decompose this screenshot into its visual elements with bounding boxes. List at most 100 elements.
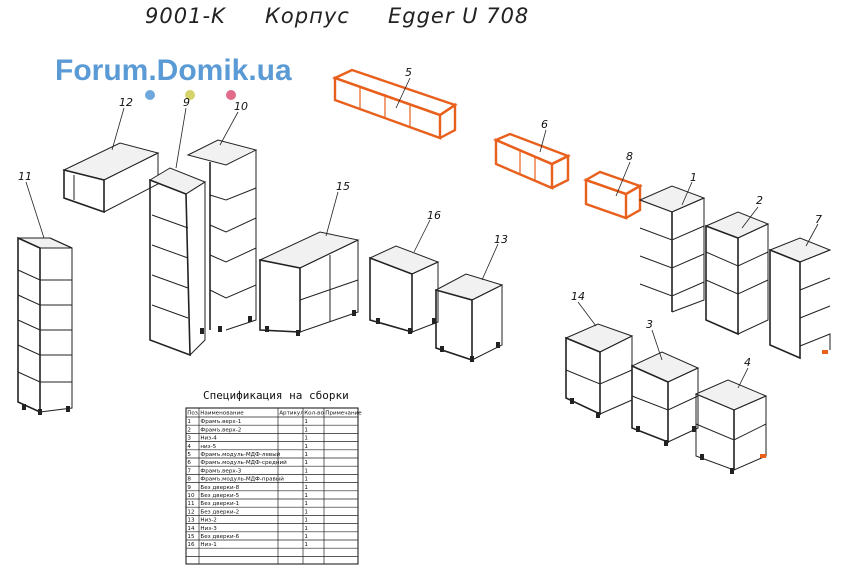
spec-cell: 1 <box>304 518 308 524</box>
callout-2: 2 <box>756 194 763 207</box>
spec-header-cell: Кол-во <box>304 411 324 417</box>
spec-cell: 1 <box>304 485 308 491</box>
cabinet-9 <box>148 167 207 357</box>
callout-7: 7 <box>815 213 822 226</box>
spec-cell: 12 <box>187 509 194 515</box>
spec-cell: 1 <box>304 509 308 515</box>
callout-4: 4 <box>744 356 751 369</box>
spec-cell: 1 <box>304 501 308 507</box>
callout-6: 6 <box>541 118 548 131</box>
callout-9: 9 <box>183 96 190 109</box>
spec-cell: Фрамъ.верх-3 <box>200 468 241 474</box>
cabinet-13 <box>434 273 504 362</box>
spec-cell: 6 <box>187 460 191 466</box>
spec-cell: 1 <box>304 526 308 532</box>
spec-grid <box>186 408 358 564</box>
spec-cell: 3 <box>187 436 191 442</box>
cabinet-6 <box>492 132 571 190</box>
callout-5: 5 <box>405 66 412 79</box>
spec-cell: 1 <box>304 460 308 466</box>
watermark-logo: Forum.Domik.ua <box>55 54 292 100</box>
spec-cell: Фрамъ.верх-2 <box>200 427 241 433</box>
callout-3: 3 <box>646 318 653 331</box>
cabinet-3 <box>630 351 700 446</box>
cabinet-12 <box>62 142 160 214</box>
spec-cell: 1 <box>304 452 308 458</box>
spec-cell: 1 <box>304 534 308 540</box>
spec-cell: 1 <box>304 477 308 483</box>
cabinet-1 <box>638 185 706 313</box>
spec-cell: 16 <box>187 542 195 548</box>
spec-header-cell: Артикул <box>279 411 304 417</box>
spec-cell: 1 <box>304 468 308 474</box>
callout-15: 15 <box>336 180 350 193</box>
watermark-dot-1 <box>145 90 155 100</box>
cabinet-2 <box>704 211 770 336</box>
spec-header-cell: Примечание <box>325 411 362 417</box>
spec-cell: Низ-4 <box>200 436 217 442</box>
callout-14: 14 <box>571 290 585 303</box>
callout-13: 13 <box>494 233 508 246</box>
cabinet-15 <box>258 231 360 336</box>
spec-cell: Фрамъ.верх-1 <box>200 419 241 425</box>
spec-cell: 15 <box>187 534 195 540</box>
spec-cell: 14 <box>187 526 195 532</box>
spec-cell: 8 <box>187 477 191 483</box>
spec-cell: Фрамъ.модуль-МДФ-правый <box>200 476 284 483</box>
cabinet-7 <box>768 237 832 360</box>
callout-1: 1 <box>690 171 697 184</box>
callout-16: 16 <box>427 209 441 222</box>
spec-table: Спецификация на сборки Поз.Наименование А… <box>185 389 362 565</box>
spec-cell: 2 <box>187 427 191 433</box>
spec-cell: Без дверки-8 <box>200 485 239 491</box>
spec-cell: низ-5 <box>200 444 216 450</box>
watermark-dot-3 <box>226 90 236 100</box>
cabinet-10 <box>186 139 258 332</box>
callout-10: 10 <box>234 100 248 113</box>
cabinet-11 <box>17 236 73 415</box>
spec-cell: 1 <box>304 444 308 450</box>
cabinet-4 <box>694 379 768 474</box>
spec-cell: 1 <box>304 493 308 499</box>
cabinet-14 <box>564 323 634 418</box>
watermark-dot-2 <box>185 90 195 100</box>
spec-cell: 9 <box>187 485 191 491</box>
spec-cell: Низ-3 <box>200 526 217 532</box>
spec-cell: Без дверки-2 <box>200 509 239 515</box>
cabinet-5 <box>331 68 458 140</box>
spec-cell: 1 <box>304 427 308 433</box>
spec-header-cell: Поз. <box>187 411 200 417</box>
callout-8: 8 <box>626 150 633 163</box>
callout-12: 12 <box>119 96 133 109</box>
spec-cell: Низ-1 <box>200 542 217 548</box>
header-code: 9001-K <box>145 4 227 28</box>
callout-11: 11 <box>18 170 32 183</box>
spec-frame <box>185 407 359 565</box>
spec-cell: 1 <box>304 542 308 548</box>
spec-cell: 7 <box>187 468 191 474</box>
spec-title: Спецификация на сборки <box>203 389 349 402</box>
spec-cell: Низ-2 <box>200 518 216 524</box>
spec-header-cell: Наименование <box>200 411 244 417</box>
drawing-header: 9001-K Корпус Egger U 708 <box>145 4 528 28</box>
spec-cell: 13 <box>187 518 195 524</box>
spec-cell: Без дверки-6 <box>200 534 239 540</box>
header-word: Корпус <box>265 4 350 28</box>
watermark-text: Forum.Domik.ua <box>55 54 292 87</box>
spec-cell: 1 <box>304 419 308 425</box>
spec-cell: Без дверки-1 <box>200 501 239 507</box>
spec-cell: 1 <box>304 436 308 442</box>
callouts: 1 2 3 4 5 6 7 8 9 10 11 12 13 14 15 16 <box>18 66 822 389</box>
spec-cell: 4 <box>187 444 191 450</box>
spec-cell: Фрамъ.модуль-МДФ-левый <box>200 451 280 458</box>
cabinet-8 <box>583 170 643 220</box>
spec-cell: Без дверки-5 <box>200 493 239 499</box>
spec-cell: 1 <box>187 419 191 425</box>
spec-cell: 10 <box>187 493 195 499</box>
spec-cell: 5 <box>187 452 191 458</box>
spec-cell: Фрамъ.модуль-МДФ-средний <box>200 459 287 466</box>
cabinet-16 <box>368 245 440 334</box>
spec-cell: 11 <box>187 501 195 507</box>
